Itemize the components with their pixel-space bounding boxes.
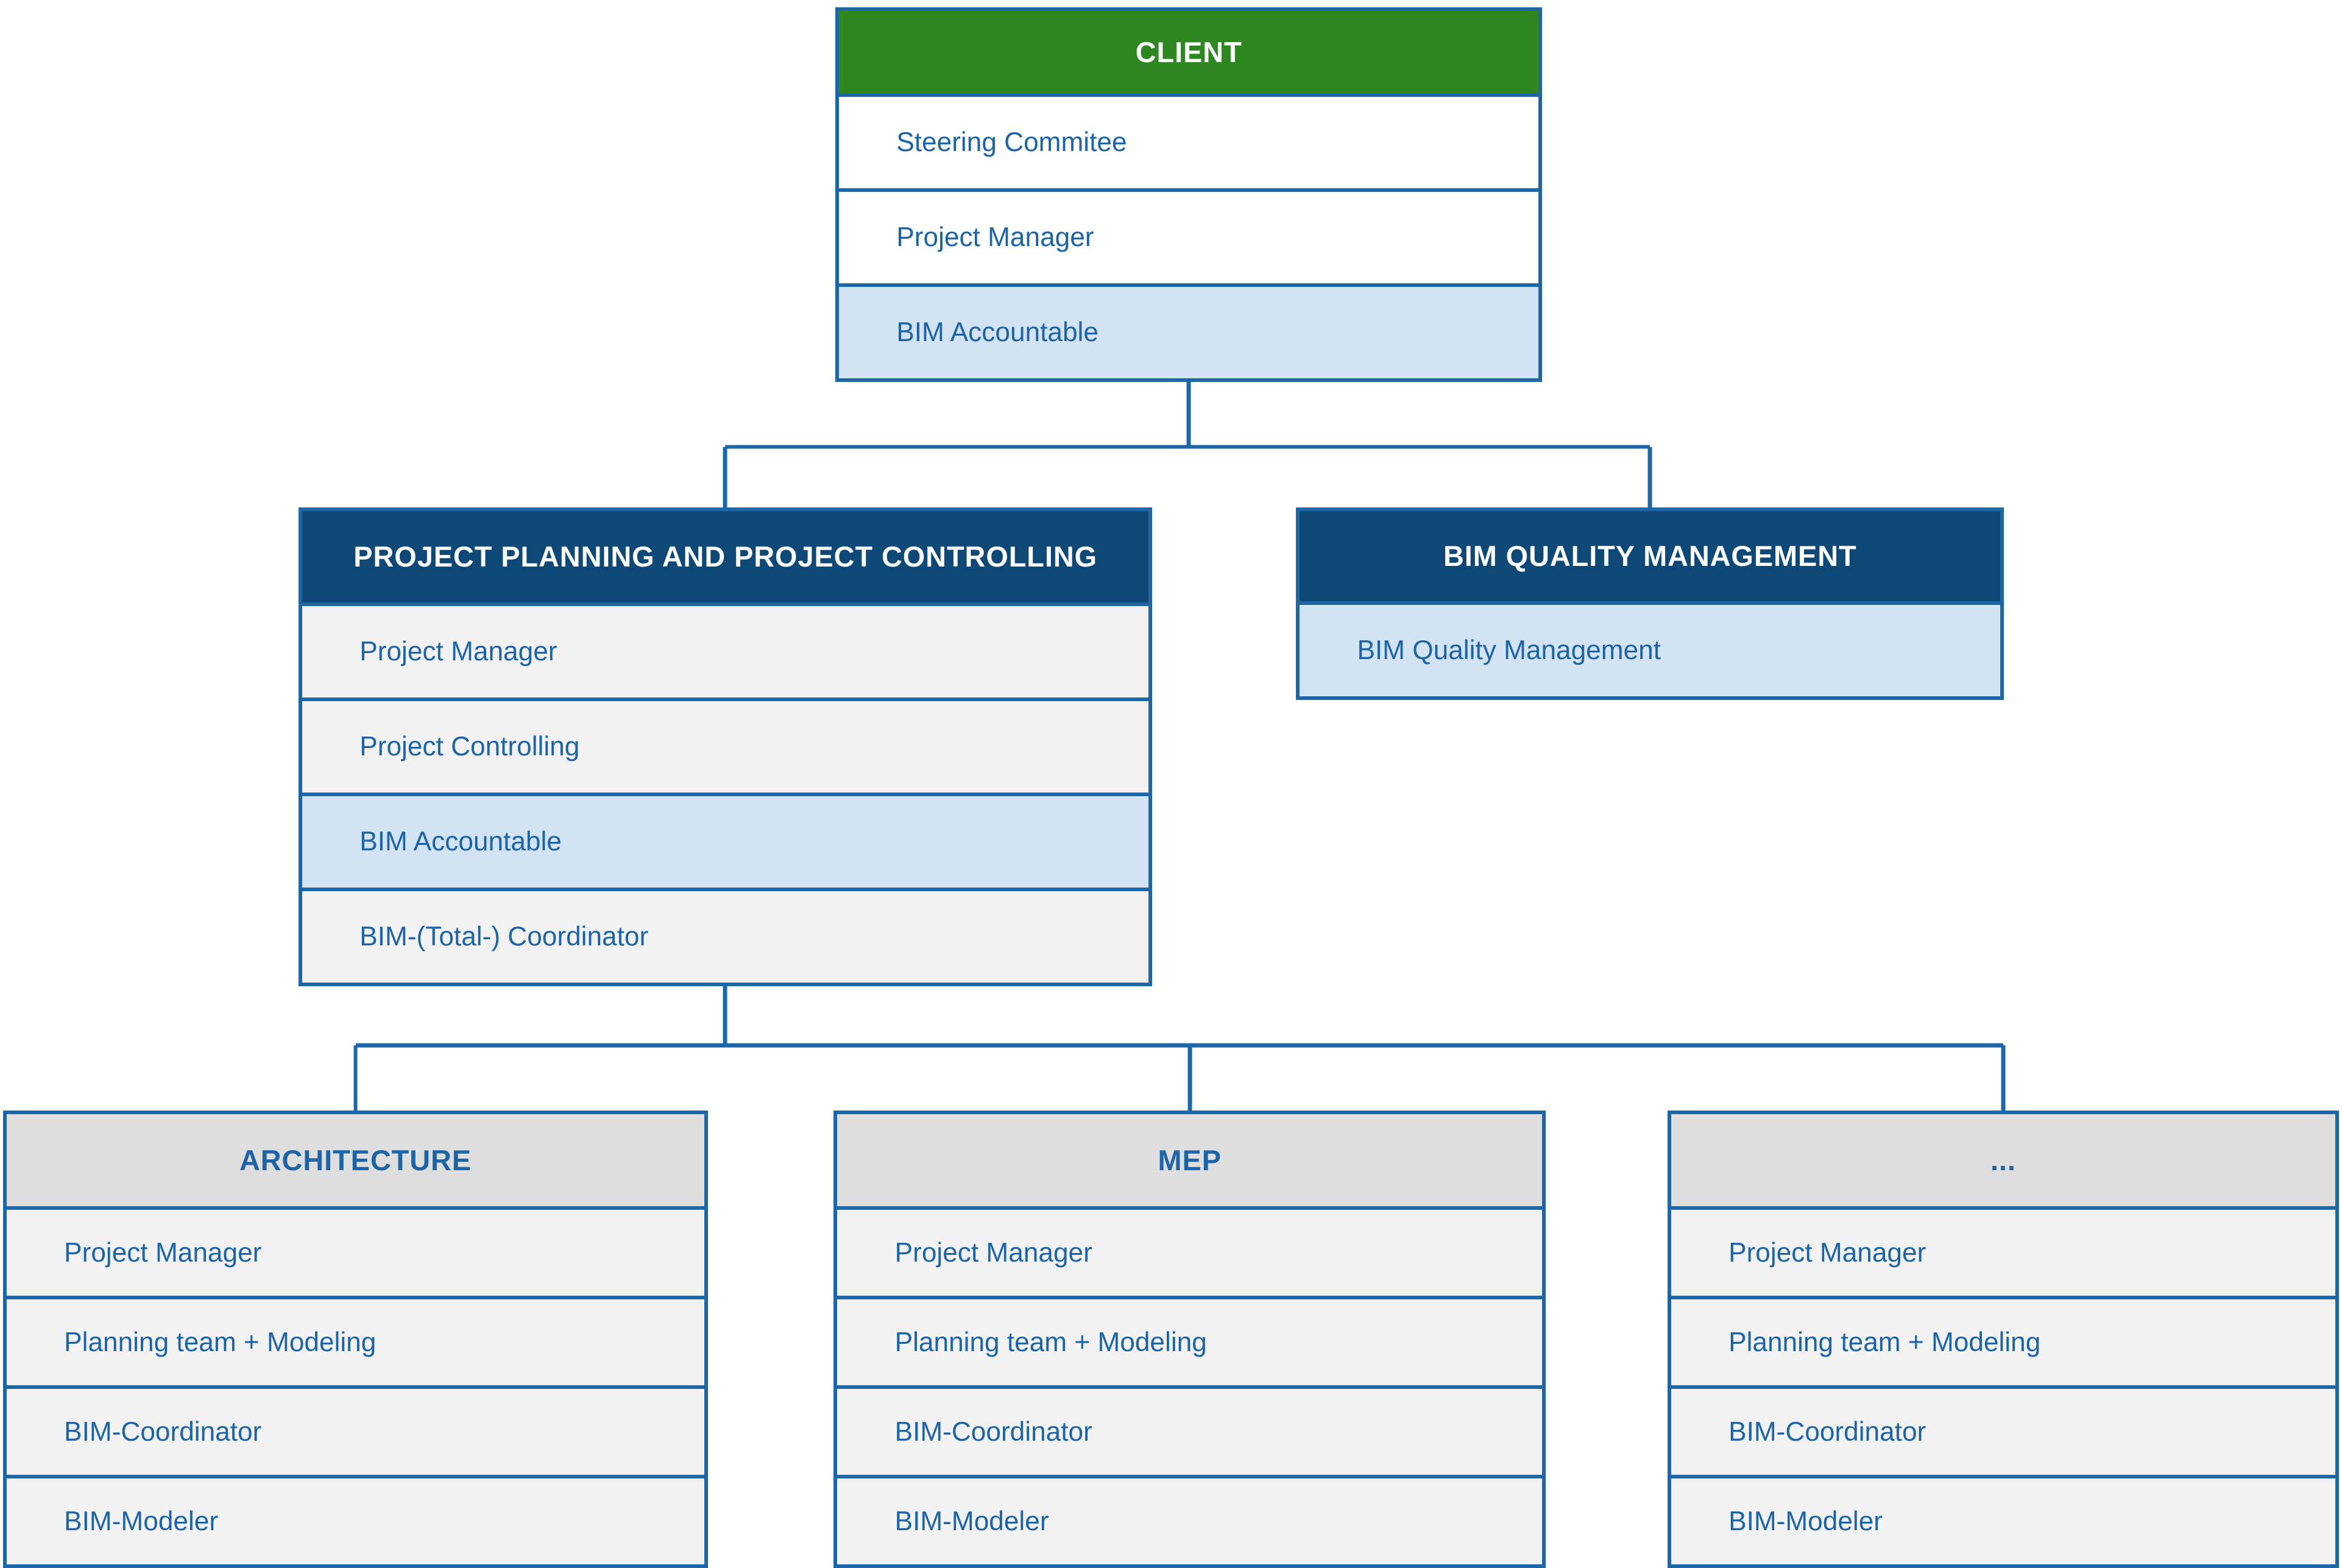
mep-row-bim-modeler: BIM-Modeler [837, 1475, 1543, 1564]
row-label: Steering Commitee [896, 127, 1127, 158]
architecture-box-header: ARCHITECTURE [6, 1114, 705, 1207]
planning-row-project-manager: Project Manager [302, 602, 1149, 697]
row-label: BIM-Coordinator [64, 1416, 262, 1447]
row-label: BIM Accountable [896, 317, 1098, 347]
row-label: BIM-(Total-) Coordinator [359, 921, 649, 952]
mep-box-title: MEP [1158, 1144, 1222, 1176]
connector-level2-horizontal [725, 445, 1650, 450]
more-box-title: ... [1990, 1144, 2016, 1176]
more-row-bim-modeler: BIM-Modeler [1671, 1475, 2335, 1564]
mep-row-bim-coordinator: BIM-Coordinator [837, 1385, 1543, 1475]
row-label: BIM-Coordinator [894, 1416, 1092, 1447]
more-box: ... Project Manager Planning team + Mode… [1667, 1110, 2339, 1568]
planning-box-header: PROJECT PLANNING AND PROJECT CONTROLLING [302, 511, 1149, 602]
more-row-project-manager: Project Manager [1671, 1206, 2335, 1296]
mep-box-header: MEP [837, 1114, 1543, 1207]
row-label: BIM-Coordinator [1728, 1416, 1926, 1447]
more-box-header: ... [1671, 1114, 2335, 1207]
quality-box: BIM QUALITY MANAGEMENT BIM Quality Manag… [1296, 507, 2004, 701]
row-label: Planning team + Modeling [1728, 1327, 2041, 1357]
quality-box-header: BIM QUALITY MANAGEMENT [1300, 511, 2001, 601]
client-row-project-manager: Project Manager [839, 188, 1539, 283]
architecture-row-project-manager: Project Manager [6, 1206, 705, 1296]
row-label: BIM-Modeler [894, 1506, 1049, 1536]
row-label: Planning team + Modeling [894, 1327, 1207, 1357]
connector-client-stub [1186, 381, 1191, 448]
architecture-box: ARCHITECTURE Project Manager Planning te… [2, 1110, 709, 1568]
more-row-bim-coordinator: BIM-Coordinator [1671, 1385, 2335, 1475]
client-box: CLIENT Steering Commitee Project Manager… [835, 7, 1543, 382]
client-row-steering-commitee: Steering Commitee [839, 93, 1539, 189]
row-label: BIM Quality Management [1357, 635, 1661, 665]
client-box-header: CLIENT [839, 11, 1539, 94]
architecture-box-title: ARCHITECTURE [239, 1144, 472, 1176]
client-box-title: CLIENT [1135, 36, 1242, 68]
connector-planning-stub [723, 985, 727, 1046]
row-label: BIM Accountable [359, 826, 562, 856]
row-label: Project Manager [359, 636, 557, 666]
planning-row-bim-accountable: BIM Accountable [302, 792, 1149, 888]
row-label: Planning team + Modeling [64, 1327, 377, 1357]
row-label: Project Controlling [359, 731, 580, 761]
mep-row-project-manager: Project Manager [837, 1206, 1543, 1296]
connector-drop-planning [723, 447, 727, 509]
planning-row-bim-total-coordinator: BIM-(Total-) Coordinator [302, 887, 1149, 983]
architecture-row-bim-coordinator: BIM-Coordinator [6, 1385, 705, 1475]
row-label: Project Manager [64, 1237, 262, 1268]
row-label: BIM-Modeler [1728, 1506, 1883, 1536]
architecture-row-bim-modeler: BIM-Modeler [6, 1475, 705, 1564]
quality-box-title: BIM QUALITY MANAGEMENT [1443, 540, 1857, 573]
mep-row-planning-team: Planning team + Modeling [837, 1296, 1543, 1386]
planning-row-project-controlling: Project Controlling [302, 697, 1149, 793]
row-label: Project Manager [894, 1237, 1092, 1268]
row-label: BIM-Modeler [64, 1506, 219, 1536]
planning-box: PROJECT PLANNING AND PROJECT CONTROLLING… [299, 507, 1153, 987]
quality-row-bim-quality-management: BIM Quality Management [1300, 601, 2001, 697]
architecture-row-planning-team: Planning team + Modeling [6, 1296, 705, 1386]
connector-level3-horizontal [355, 1043, 2003, 1048]
client-row-bim-accountable: BIM Accountable [839, 283, 1539, 378]
row-label: Project Manager [1728, 1237, 1926, 1268]
connector-drop-architecture [353, 1045, 358, 1112]
more-row-planning-team: Planning team + Modeling [1671, 1296, 2335, 1386]
connector-drop-mep [1187, 1045, 1192, 1112]
row-label: Project Manager [896, 222, 1094, 252]
planning-box-title: PROJECT PLANNING AND PROJECT CONTROLLING [353, 540, 1098, 573]
mep-box: MEP Project Manager Planning team + Mode… [833, 1110, 1546, 1568]
connector-drop-more [2001, 1045, 2006, 1112]
connector-drop-quality [1647, 447, 1652, 509]
